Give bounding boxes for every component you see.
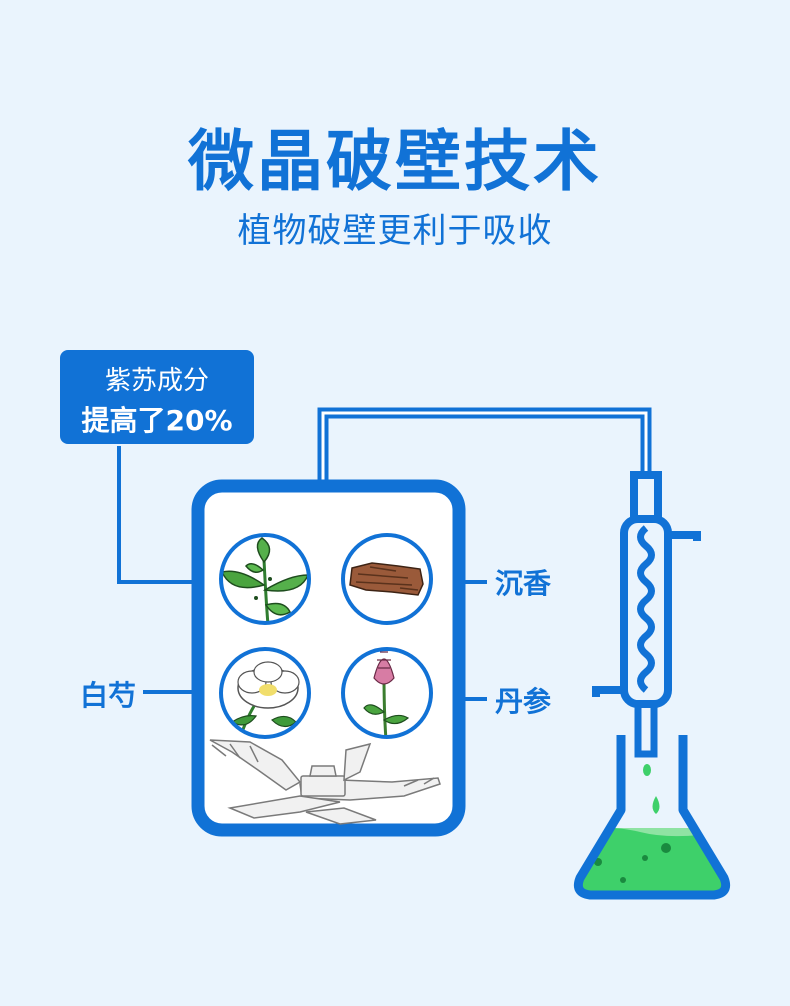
salvia-icon [341,647,433,739]
flask-icon [573,735,731,900]
callout-line-1: 紫苏成分 [104,366,209,396]
agarwood-label: 沉香 [495,567,552,600]
vapor-pipe [317,407,652,486]
perilla-icon [219,533,311,625]
salvia-label: 丹参 [495,685,552,718]
page-subtitle: 植物破壁更利于吸收 [237,211,553,251]
perilla-callout: 紫苏成分 提高了20% [60,350,254,444]
callout-connector [117,446,198,584]
grinding-blade-icon [209,739,441,825]
page-title: 微晶破壁技术 [188,123,602,200]
white-peony-label: 白芍 [80,679,137,712]
condenser-icon [592,471,701,758]
white-peony-icon [219,647,311,739]
callout-line-2: 提高了20% [81,404,233,437]
agarwood-icon [341,533,433,625]
